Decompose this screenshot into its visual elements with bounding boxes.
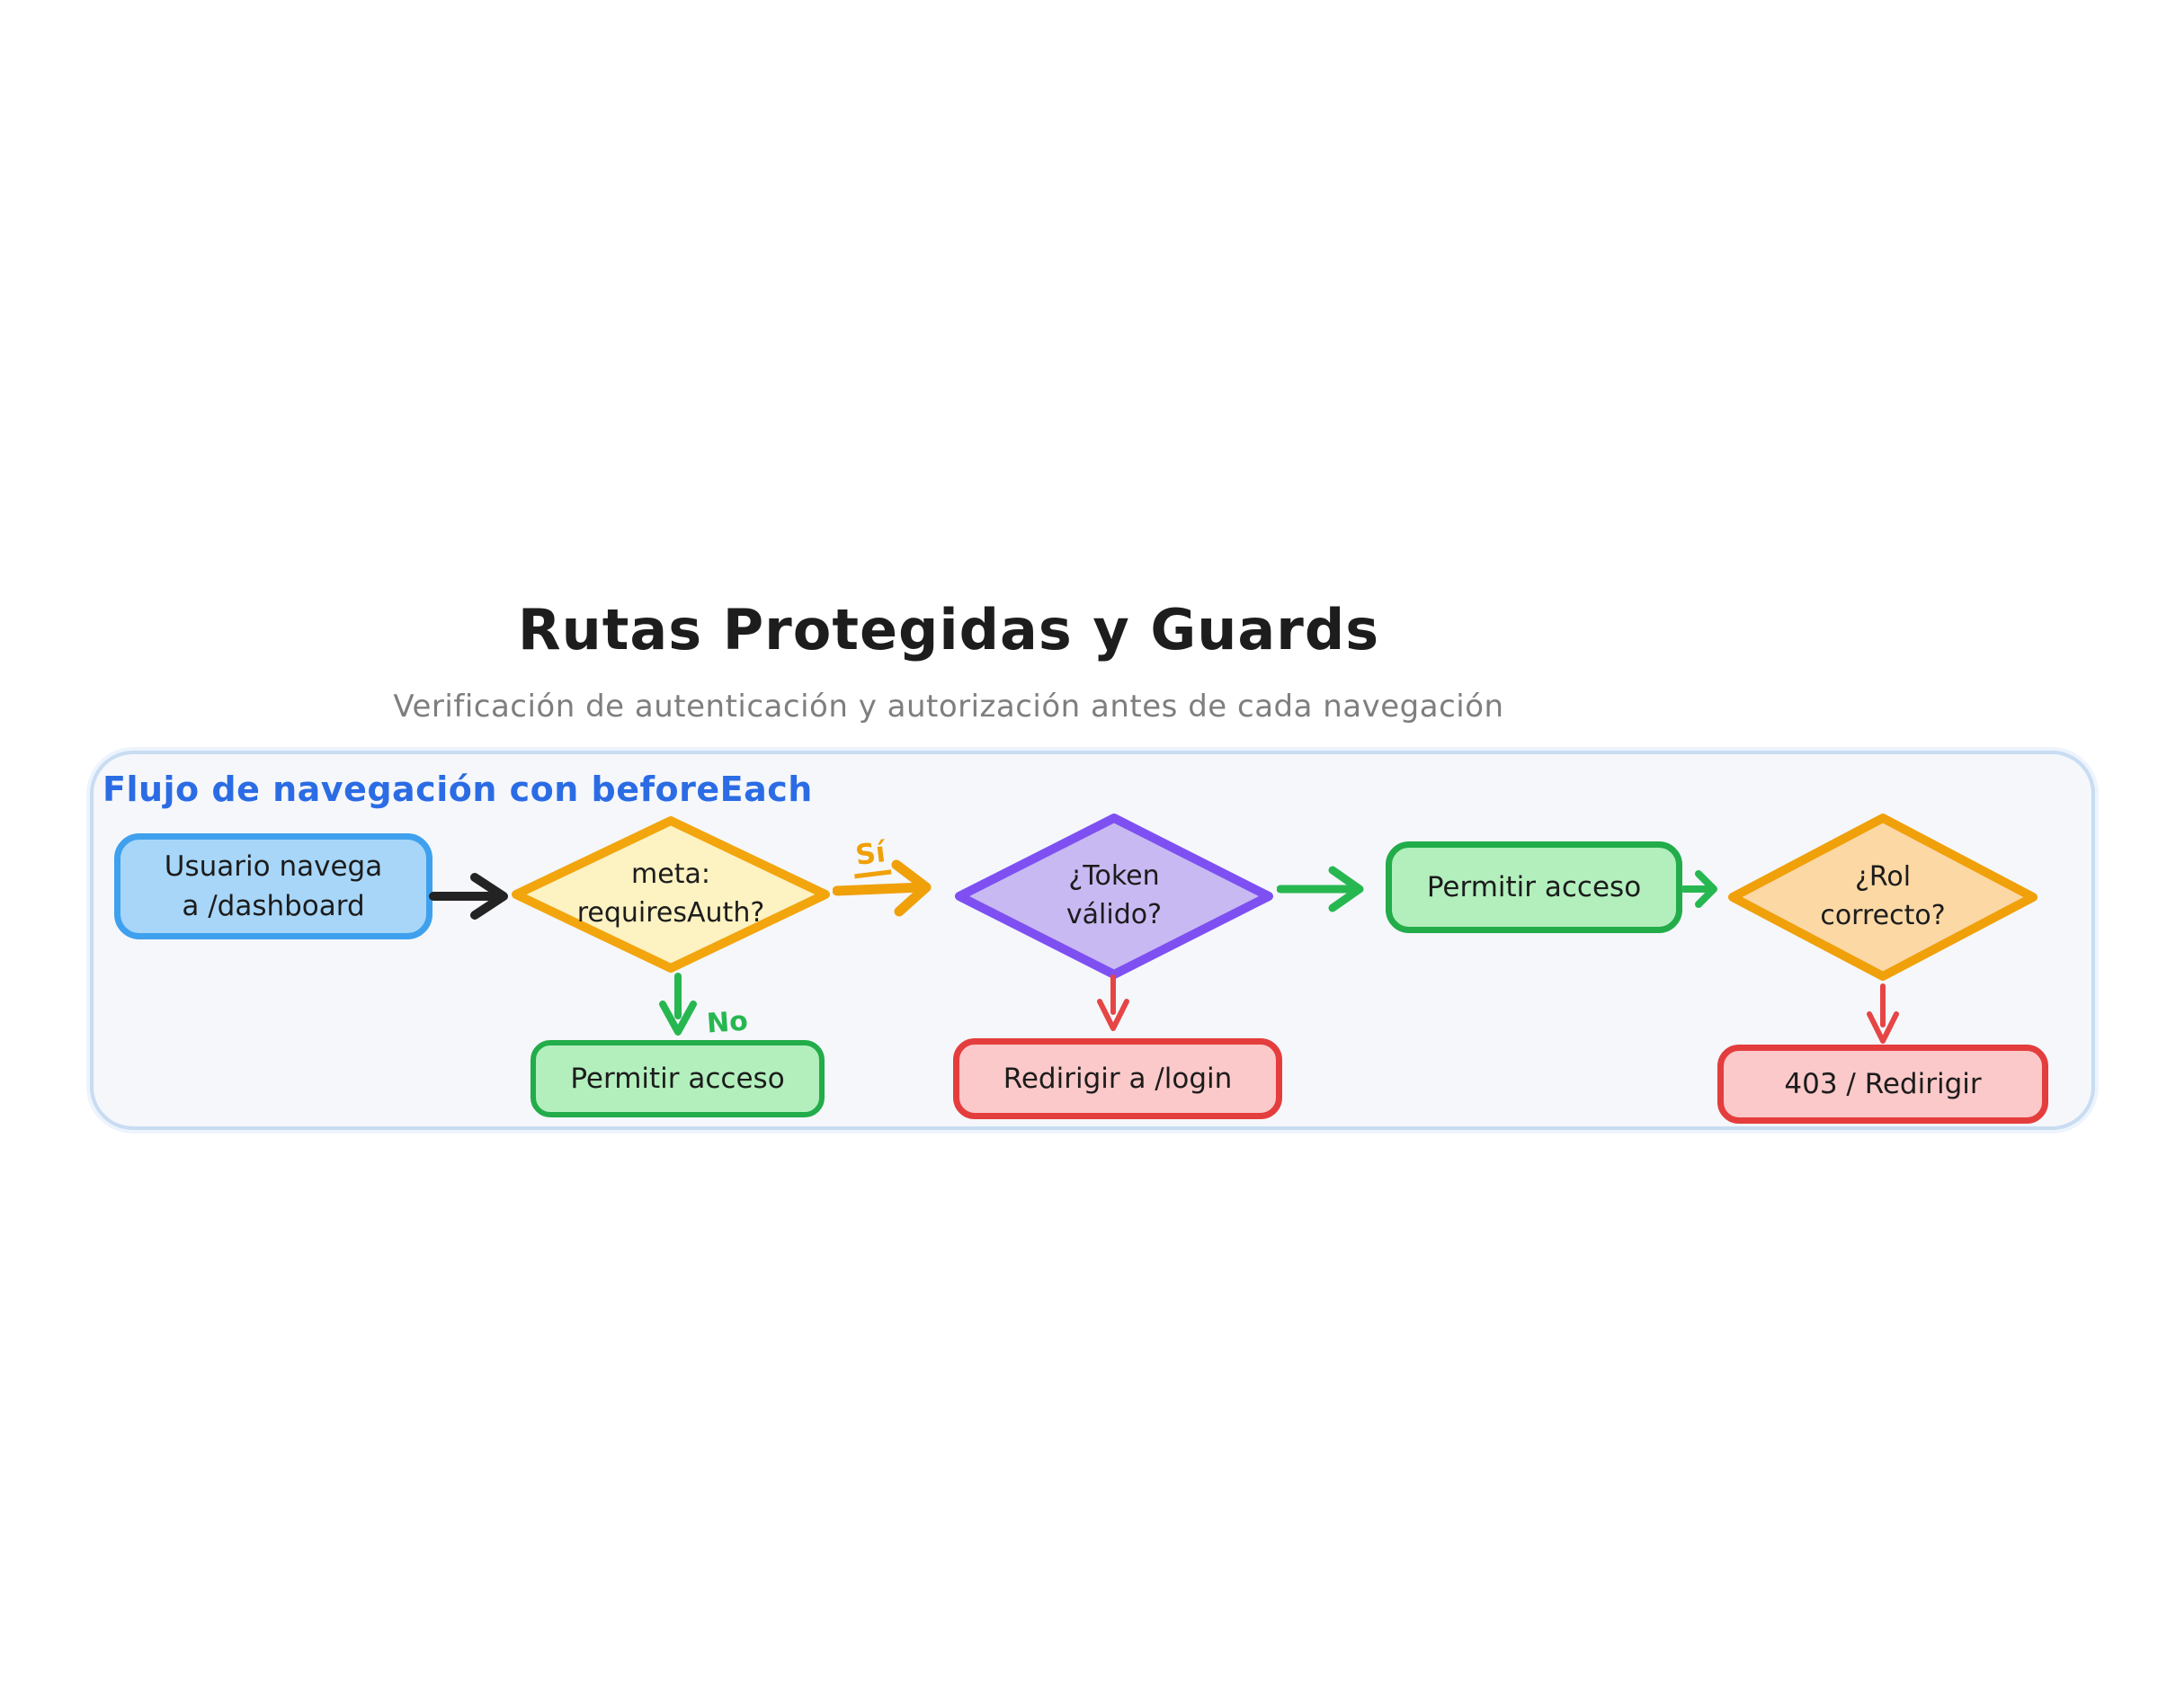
arrow-role-to-403 [1867,983,1899,1044]
arrow-token-to-permit [1277,866,1364,912]
decision-rol-correcto-line2: correcto? [1820,900,1946,931]
decision-requires-auth-shape [512,816,830,973]
decision-requires-auth-label: meta: requiresAuth? [510,814,832,974]
node-permitir-acceso-no-auth: Permitir acceso [531,1040,825,1117]
node-permitir-acceso-main-label: Permitir acceso [1426,870,1642,903]
arrow-permit-to-role [1681,870,1717,908]
arrow-token-to-login [1097,974,1129,1031]
node-redirigir-login: Redirigir a /login [953,1038,1282,1119]
arrow-auth-no-down [659,973,697,1036]
decision-rol-correcto-line1: ¿Rol [1854,861,1912,894]
node-redirigir-login-label: Redirigir a /login [1003,1062,1233,1095]
decision-requires-auth: meta: requiresAuth? [510,814,832,974]
decision-token-valido-line1: ¿Token [1068,860,1160,893]
panel-title: Flujo de navegación con beforeEach [103,769,813,809]
decision-token-valido-line2: válido? [1066,899,1163,930]
page-subtitle: Verificación de autenticación y autoriza… [393,689,1504,725]
decision-requires-auth-line2: requiresAuth? [576,897,765,929]
node-usuario-navega-line2: a /dashboard [182,890,365,922]
node-permitir-acceso-no-auth-label: Permitir acceso [570,1062,785,1095]
node-usuario-navega-line1: Usuario navega [164,850,383,883]
node-403-redirigir-label: 403 / Redirigir [1784,1067,1982,1100]
node-403-redirigir: 403 / Redirigir [1717,1045,2048,1124]
decision-rol-correcto: ¿Rol correcto? [1726,812,2039,983]
arrow-start-to-auth [429,873,508,920]
edge-label-no: No [705,1005,749,1040]
page-title: Rutas Protegidas y Guards [517,597,1380,663]
decision-rol-correcto-shape [1728,814,2038,981]
node-usuario-navega: Usuario navega a /dashboard [114,833,432,939]
decision-token-valido: ¿Token válido? [953,812,1275,981]
edge-label-yes: Sí [850,835,892,879]
decision-rol-correcto-label: ¿Rol correcto? [1726,812,2039,983]
decision-token-valido-label: ¿Token válido? [953,812,1275,981]
decision-token-valido-shape [955,814,1273,979]
node-permitir-acceso-main: Permitir acceso [1386,841,1682,933]
decision-requires-auth-line1: meta: [631,858,710,891]
arrow-auth-to-token [833,859,932,917]
